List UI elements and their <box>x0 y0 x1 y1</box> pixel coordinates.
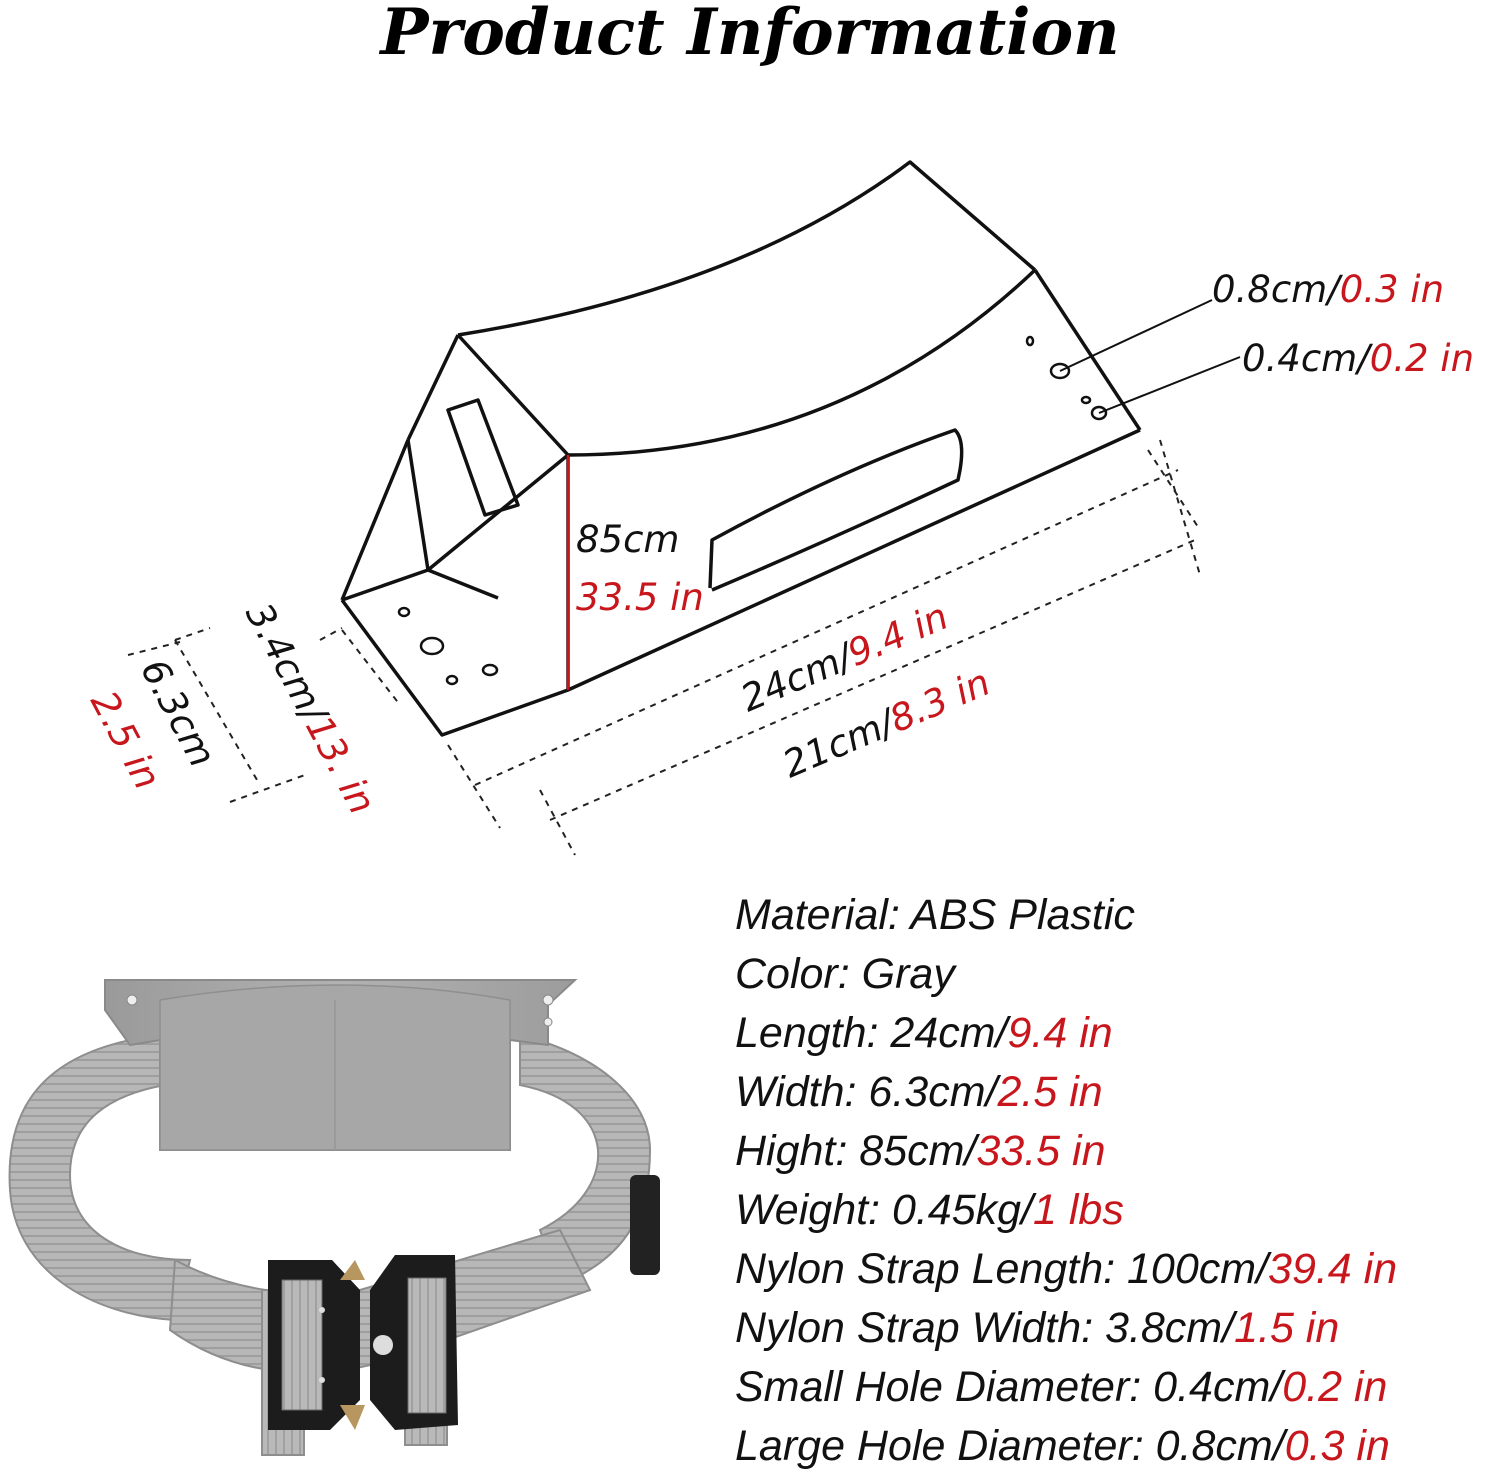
spec-material: Material: ABS Plastic <box>735 891 1135 939</box>
small-hole-icon <box>1090 405 1108 421</box>
product-photo <box>8 979 660 1456</box>
spec-color: Color: Gray <box>735 950 955 998</box>
page-title: Product Information <box>380 0 1120 70</box>
small-hole-icon <box>397 606 411 618</box>
small-hole-icon <box>1025 335 1035 347</box>
leader-lines <box>1059 299 1241 414</box>
spec-width: Width: 6.3cm/2.5 in <box>735 1068 1103 1116</box>
dimension-lines <box>127 439 1201 856</box>
height-metric-label: 85cm <box>576 518 679 561</box>
spec-weight: Weight: 0.45kg/1 lbs <box>735 1186 1124 1234</box>
large-hole-icon <box>1049 362 1071 380</box>
large-hole-icon <box>419 636 445 656</box>
buckle-icon <box>268 1255 458 1430</box>
mounting-holes <box>397 335 1108 686</box>
spec-strap-length: Nylon Strap Length: 100cm/39.4 in <box>735 1245 1398 1293</box>
strap-left <box>8 1033 192 1322</box>
spec-height: Hight: 85cm/33.5 in <box>735 1127 1106 1175</box>
small-hole-icon <box>1080 395 1092 405</box>
small-hole-icon <box>445 674 459 686</box>
small-hole-label: 0.4cm/0.2 in <box>1242 337 1474 380</box>
spec-length: Length: 24cm/9.4 in <box>735 1009 1113 1057</box>
product-outline <box>340 160 1142 737</box>
product-diagram: 0.8cm/0.3 in 0.4cm/0.2 in 85cm 33.5 in 2… <box>82 160 1474 856</box>
height-imperial-label: 33.5 in <box>576 576 704 619</box>
small-hole-icon <box>481 663 499 677</box>
strap-clip <box>630 1175 660 1275</box>
spec-large-hole: Large Hole Diameter: 0.8cm/0.3 in <box>735 1422 1390 1470</box>
large-hole-label: 0.8cm/0.3 in <box>1212 268 1444 311</box>
spec-small-hole: Small Hole Diameter: 0.4cm/0.2 in <box>735 1363 1388 1411</box>
spec-strap-width: Nylon Strap Width: 3.8cm/1.5 in <box>735 1304 1340 1352</box>
spec-list: Material: ABS Plastic Color: Gray Length… <box>735 886 1495 1476</box>
